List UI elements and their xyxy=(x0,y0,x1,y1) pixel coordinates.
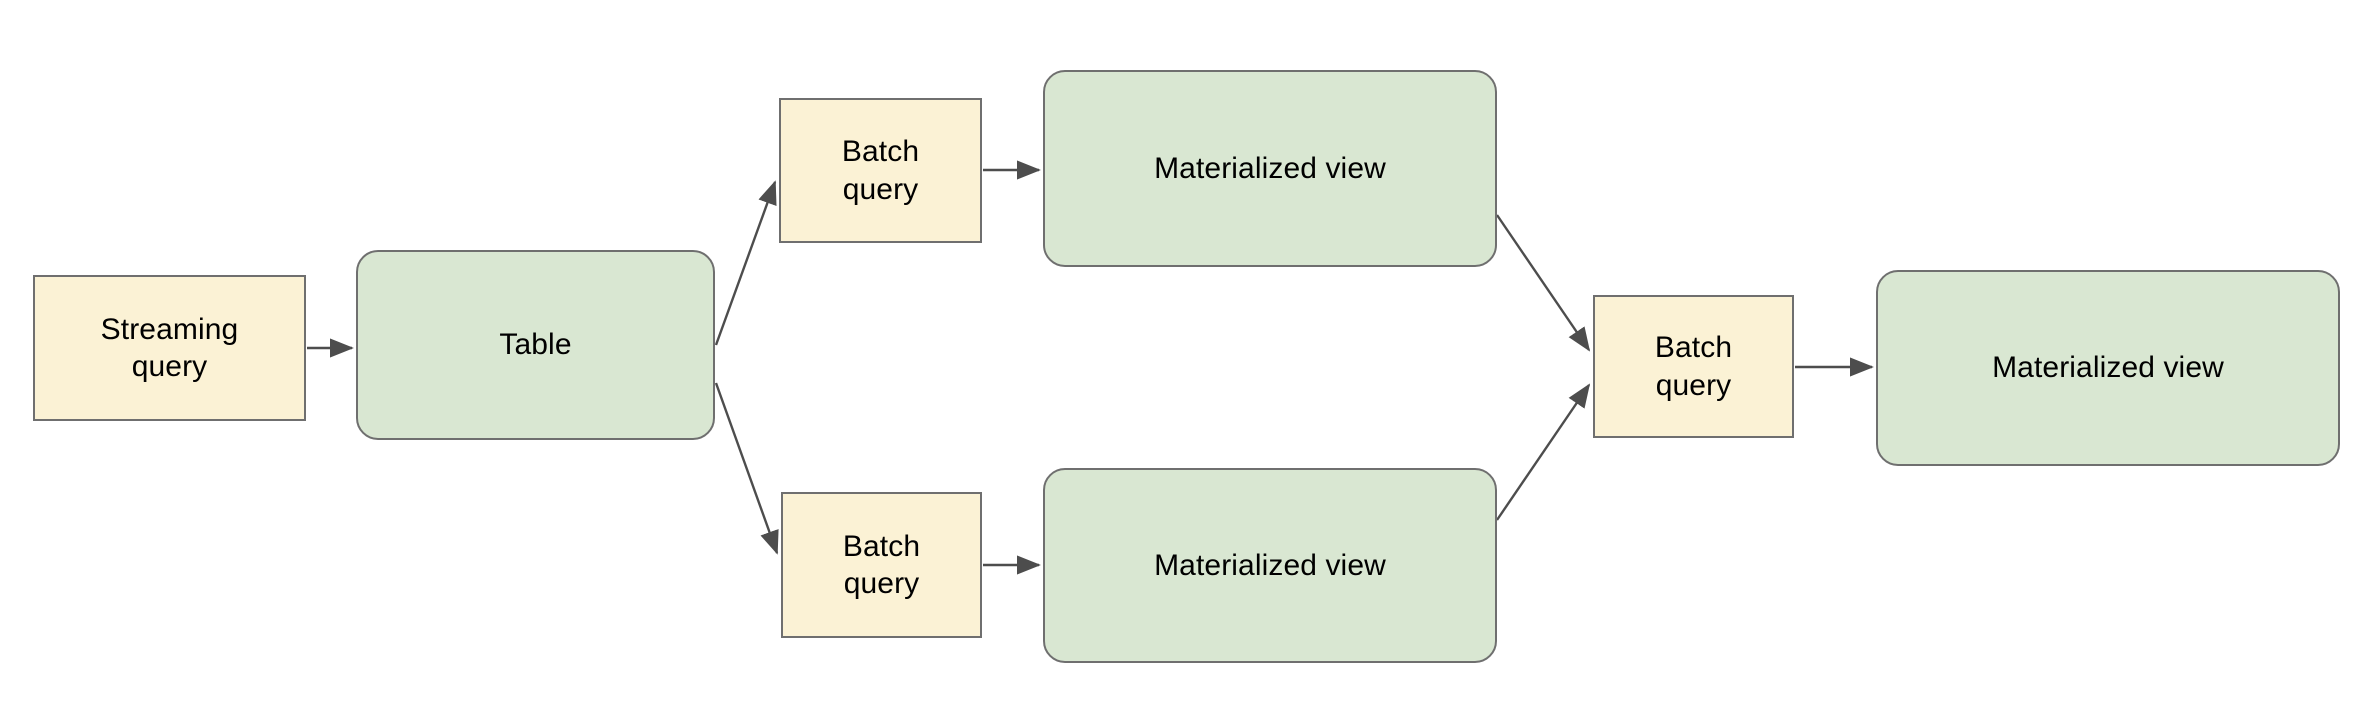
node-label-materialized-view-top: Materialized view xyxy=(1154,151,1386,185)
edge-table-to-batch-top xyxy=(714,180,777,346)
node-batch-query-bottom[interactable]: Batch query xyxy=(781,492,982,638)
node-label-materialized-view-right: Materialized view xyxy=(1992,351,2224,385)
edge-mv-top-to-batch-right xyxy=(1496,214,1591,352)
node-label-batch-query-bottom: Batch query xyxy=(842,529,921,600)
node-batch-query-top[interactable]: Batch query xyxy=(779,98,982,243)
edge-mv-bottom-to-batch-right xyxy=(1496,383,1591,521)
node-table[interactable]: Table xyxy=(356,250,715,440)
node-materialized-view-bottom[interactable]: Materialized view xyxy=(1043,468,1497,663)
node-label-streaming-query: Streaming query xyxy=(100,312,239,383)
node-materialized-view-right[interactable]: Materialized view xyxy=(1876,270,2340,466)
node-label-table: Table xyxy=(499,328,572,362)
node-label-materialized-view-bottom: Materialized view xyxy=(1154,548,1386,582)
node-label-batch-query-top: Batch query xyxy=(841,135,920,206)
node-streaming-query[interactable]: Streaming query xyxy=(33,275,306,421)
node-materialized-view-top[interactable]: Materialized view xyxy=(1043,70,1497,267)
node-batch-query-right[interactable]: Batch query xyxy=(1593,295,1794,438)
edge-table-to-batch-bottom xyxy=(714,382,779,555)
node-label-batch-query-right: Batch query xyxy=(1654,331,1733,402)
